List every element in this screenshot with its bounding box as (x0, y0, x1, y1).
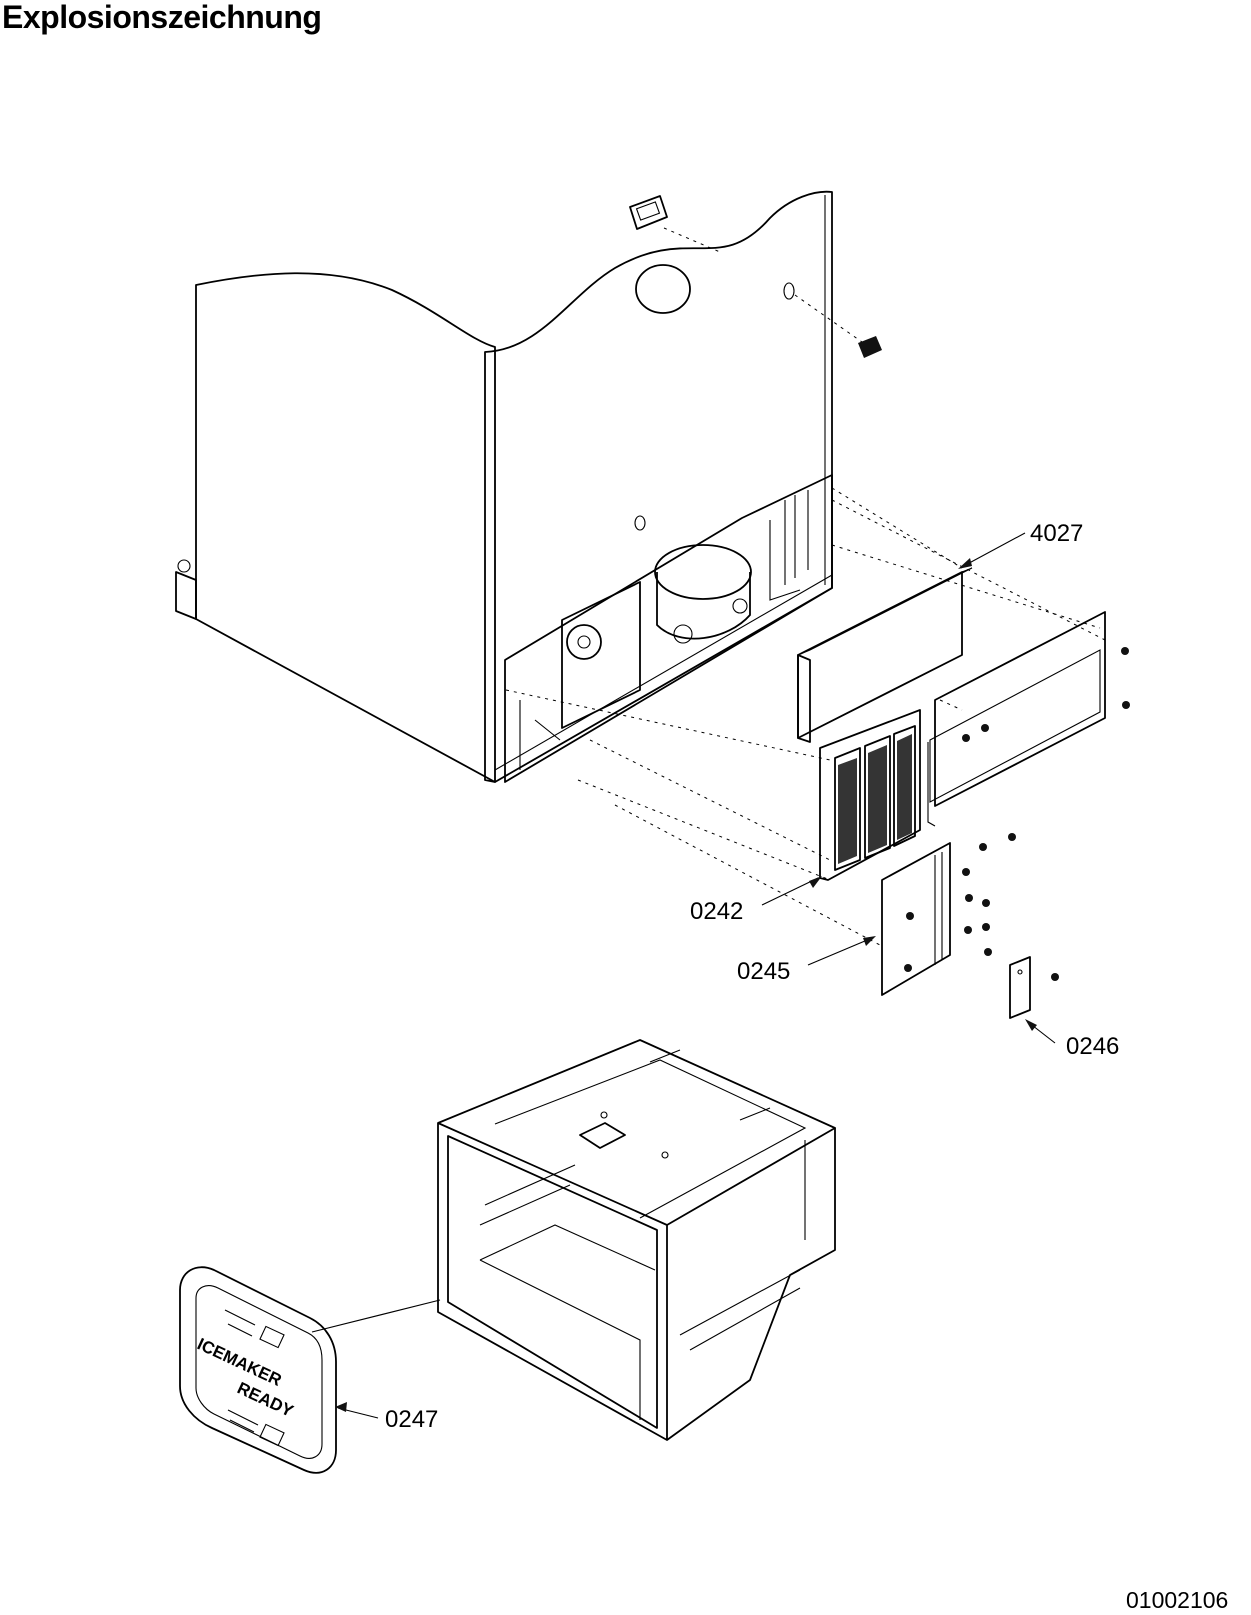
rear-plug (858, 336, 882, 358)
part-0247-icemaker-ready-cover: ICEMAKER READY (179, 1266, 337, 1474)
upper-bracket-clip (629, 195, 668, 230)
part-leaders (335, 532, 1056, 1419)
part-0246-small-bracket (1009, 956, 1031, 1019)
part-0245-mounting-plate (881, 842, 951, 996)
cover-stamp-line-1: ICEMAKER (194, 1334, 284, 1390)
cover-guide-line (311, 1299, 441, 1333)
label-0247: 0247 (385, 1406, 438, 1433)
rear-access-cover (927, 611, 1106, 827)
label-0242: 0242 (690, 898, 743, 925)
label-0245: 0245 (737, 958, 790, 985)
drawing-number: 01002106 (1126, 1587, 1229, 1613)
part-4027-insulation-block (797, 567, 973, 743)
page-title: Explosionszeichnung (2, 0, 322, 35)
part-0242-vent-grille (819, 709, 921, 881)
refrigerator-cabinet (175, 190, 833, 783)
label-4027: 4027 (1030, 520, 1083, 547)
label-0246: 0246 (1066, 1033, 1119, 1060)
screw-set (904, 647, 1130, 981)
icemaker-bin (437, 1039, 836, 1441)
